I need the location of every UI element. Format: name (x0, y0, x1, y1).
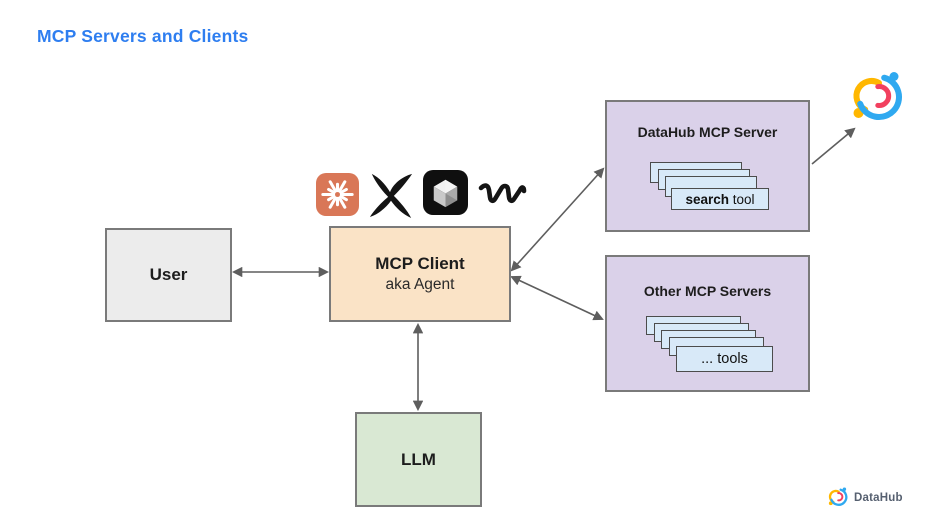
arrow-server-datahub-logo (811, 127, 856, 165)
page-title: MCP Servers and Clients (37, 26, 249, 46)
claude-icon (316, 173, 359, 216)
user-node: User (105, 228, 232, 322)
datahub-mcp-server-title: DataHub MCP Server (637, 124, 778, 140)
windsurf-icon (478, 182, 527, 210)
footer-branding: DataHub (826, 486, 903, 509)
mcp-client-title: MCP Client (375, 254, 465, 273)
claude-starburst (321, 180, 354, 209)
search-tool-suffix: tool (729, 191, 755, 207)
search-tool-name: search (685, 191, 729, 207)
other-tools-card: ... tools (676, 346, 773, 372)
arrow-client-other-servers (510, 275, 604, 321)
other-mcp-servers-node: Other MCP Servers ... tools (605, 255, 810, 392)
datahub-footer-logo-icon (826, 486, 849, 509)
arrow-client-datahub-server (510, 167, 605, 272)
footer-brand-label: DataHub (854, 491, 903, 504)
other-mcp-servers-title: Other MCP Servers (643, 283, 772, 299)
other-tools-label: ... tools (701, 351, 748, 367)
datahub-mcp-server-node: DataHub MCP Server search tool (605, 100, 810, 232)
mcp-client-node: MCP Client aka Agent (329, 226, 511, 322)
llm-node: LLM (355, 412, 482, 507)
llm-label: LLM (401, 449, 436, 469)
search-tool-card: search tool (671, 188, 769, 210)
datahub-logo-icon (846, 68, 906, 128)
bird-icon (368, 170, 414, 218)
mcp-client-subtitle: aka Agent (385, 276, 455, 293)
cursor-cube (433, 179, 458, 208)
cursor-icon (423, 170, 468, 215)
user-label: User (149, 265, 188, 284)
